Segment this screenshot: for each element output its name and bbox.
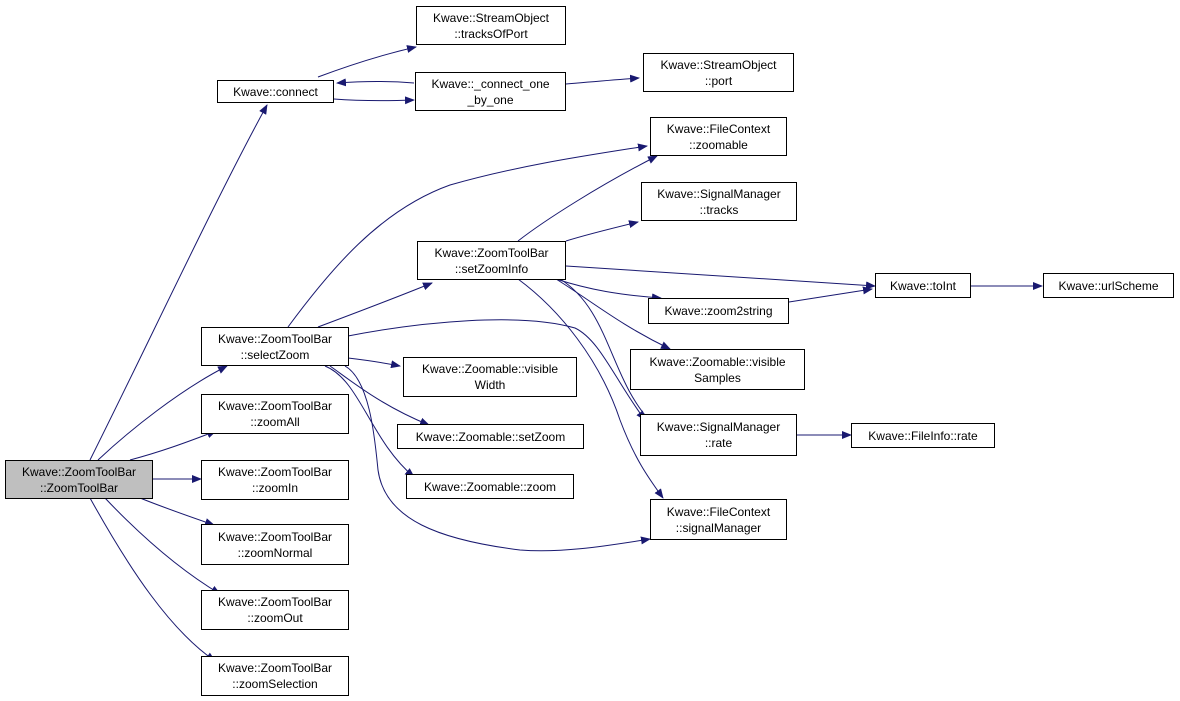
edge-root-zoomSelection: [89, 497, 216, 662]
edge-setZoomInfo-fcSignalManager: [517, 278, 664, 499]
edge-root-zoomNormal: [139, 497, 215, 526]
node-label-2: ::setZoomInfo: [454, 261, 529, 276]
node-label-2: ::tracksOfPort: [454, 26, 528, 41]
node-label-1: Kwave::ZoomToolBar: [217, 661, 333, 675]
node-zoom2string[interactable]: Kwave::zoom2string: [648, 298, 789, 324]
node-zoom-out[interactable]: Kwave::ZoomToolBar ::zoomOut: [201, 590, 349, 630]
node-label-1: Kwave::urlScheme: [1058, 278, 1159, 293]
node-label-1: Kwave::Zoomable::visible: [649, 354, 786, 369]
node-label-1: Kwave::Zoomable::visible: [421, 362, 559, 376]
node-label-1: Kwave::ZoomToolBar: [217, 529, 333, 544]
node-connect-one-by-one[interactable]: Kwave::_connect_one _by_one: [415, 72, 566, 111]
edge-selectZoom-fcZoomable: [287, 143, 648, 328]
node-zoom-all[interactable]: Kwave::ZoomToolBar ::zoomAll: [201, 394, 349, 434]
node-label-1: Kwave::StreamObject: [660, 57, 777, 72]
edge-root-connect: [89, 104, 268, 461]
edge-setZoomInfo-toInt: [565, 265, 876, 290]
node-label-2: ::zoomNormal: [237, 545, 313, 560]
node-label-1: Kwave::ZoomToolBar: [217, 465, 333, 479]
node-label-2: ::signalManager: [675, 520, 762, 535]
node-label-2: ::tracks: [699, 202, 739, 217]
node-zoomable-zoom[interactable]: Kwave::Zoomable::zoom: [406, 474, 574, 499]
node-set-zoom-info[interactable]: Kwave::ZoomToolBar ::setZoomInfo: [417, 241, 566, 280]
node-visible-width[interactable]: Kwave::Zoomable::visible Width: [403, 357, 577, 397]
edge-selectZoom-setZoomInfo: [317, 282, 433, 328]
node-label-1: Kwave::SignalManager: [657, 186, 781, 201]
node-label-2: ::zoomIn: [251, 481, 299, 495]
node-label-2: ::zoomSelection: [232, 677, 318, 691]
node-label-2: ::ZoomToolBar: [39, 480, 119, 495]
node-label-1: Kwave::FileInfo::rate: [868, 428, 978, 443]
node-url-scheme[interactable]: Kwave::urlScheme: [1043, 273, 1174, 298]
edge-zoom2string-toInt: [788, 286, 873, 303]
node-tracks-of-port[interactable]: Kwave::StreamObject ::tracksOfPort: [416, 6, 566, 45]
node-zoomtoolbar-constructor[interactable]: Kwave::ZoomToolBar ::ZoomToolBar: [5, 460, 153, 499]
edge-connect-connectOne: [333, 96, 415, 105]
node-fileinfo-rate[interactable]: Kwave::FileInfo::rate: [851, 423, 995, 448]
edge-selectZoom-zoomableZoom: [324, 365, 415, 478]
edge-root-selectZoom: [97, 365, 228, 461]
node-label-2: Width: [474, 378, 506, 392]
node-label-1: Kwave::ZoomToolBar: [217, 331, 333, 346]
node-label-1: Kwave::zoom2string: [664, 304, 773, 318]
edge-connectOne-connect: [336, 78, 415, 87]
node-label-2: ::selectZoom: [240, 347, 310, 362]
node-label-1: Kwave::connect: [233, 84, 318, 99]
node-label-1: Kwave::toInt: [889, 278, 957, 293]
node-zoom-in[interactable]: Kwave::ZoomToolBar ::zoomIn: [201, 460, 349, 500]
node-signalmanager-tracks[interactable]: Kwave::SignalManager ::tracks: [641, 182, 797, 221]
edge-selectZoom-smRate: [347, 319, 646, 421]
node-label-1: Kwave::ZoomToolBar: [21, 464, 137, 479]
node-label-1: Kwave::Zoomable::zoom: [423, 479, 557, 494]
node-label-2: Samples: [694, 370, 741, 385]
node-visible-samples[interactable]: Kwave::Zoomable::visible Samples: [630, 349, 805, 390]
edge-root-zoomAll: [129, 430, 217, 461]
node-select-zoom[interactable]: Kwave::ZoomToolBar ::selectZoom: [201, 327, 349, 366]
edge-setZoomInfo-visibleSamples: [555, 278, 671, 350]
node-label-2: ::port: [704, 73, 733, 88]
node-label-2: ::zoomAll: [250, 415, 300, 429]
node-zoom-normal[interactable]: Kwave::ZoomToolBar ::zoomNormal: [201, 524, 349, 565]
node-label-1: Kwave::FileContext: [666, 504, 771, 519]
edge-setZoomInfo-zoom2string: [555, 278, 662, 302]
edge-selectZoom-setZoom: [329, 365, 430, 426]
node-label-1: Kwave::Zoomable::setZoom: [415, 429, 566, 444]
edge-connect-tracksOfPort: [317, 45, 417, 78]
node-to-int[interactable]: Kwave::toInt: [875, 273, 971, 298]
node-label-1: Kwave::StreamObject: [432, 10, 550, 25]
node-label-1: Kwave::ZoomToolBar: [217, 399, 333, 413]
node-signalmanager-rate[interactable]: Kwave::SignalManager ::rate: [640, 414, 797, 456]
node-label-1: Kwave::SignalManager: [656, 420, 781, 434]
node-label-1: Kwave::ZoomToolBar: [434, 245, 549, 260]
node-set-zoom[interactable]: Kwave::Zoomable::setZoom: [397, 424, 584, 449]
edge-connectOne-port: [565, 74, 640, 85]
node-connect[interactable]: Kwave::connect: [217, 80, 334, 103]
node-label-2: ::zoomable: [689, 137, 748, 152]
node-stream-object-port[interactable]: Kwave::StreamObject ::port: [643, 53, 794, 92]
node-filecontext-signal-manager[interactable]: Kwave::FileContext ::signalManager: [650, 499, 787, 540]
edge-setZoomInfo-smRate: [559, 278, 653, 424]
edge-selectZoom-fcSignalManager: [344, 365, 651, 552]
edge-root-zoomOut: [104, 497, 221, 595]
node-label-2: ::rate: [704, 436, 733, 450]
node-label-1: Kwave::FileContext: [666, 121, 771, 136]
node-label-2: ::zoomOut: [247, 611, 303, 625]
edge-selectZoom-visibleWidth: [347, 357, 401, 369]
node-zoom-selection[interactable]: Kwave::ZoomToolBar ::zoomSelection: [201, 656, 349, 696]
edge-setZoomInfo-smTracks: [565, 220, 639, 242]
edge-setZoomInfo-fcZoomable: [517, 155, 658, 242]
node-label-1: Kwave::ZoomToolBar: [217, 595, 333, 609]
node-label-2: _by_one: [467, 92, 514, 107]
node-filecontext-zoomable[interactable]: Kwave::FileContext ::zoomable: [650, 117, 787, 156]
node-label-1: Kwave::_connect_one: [431, 76, 550, 91]
